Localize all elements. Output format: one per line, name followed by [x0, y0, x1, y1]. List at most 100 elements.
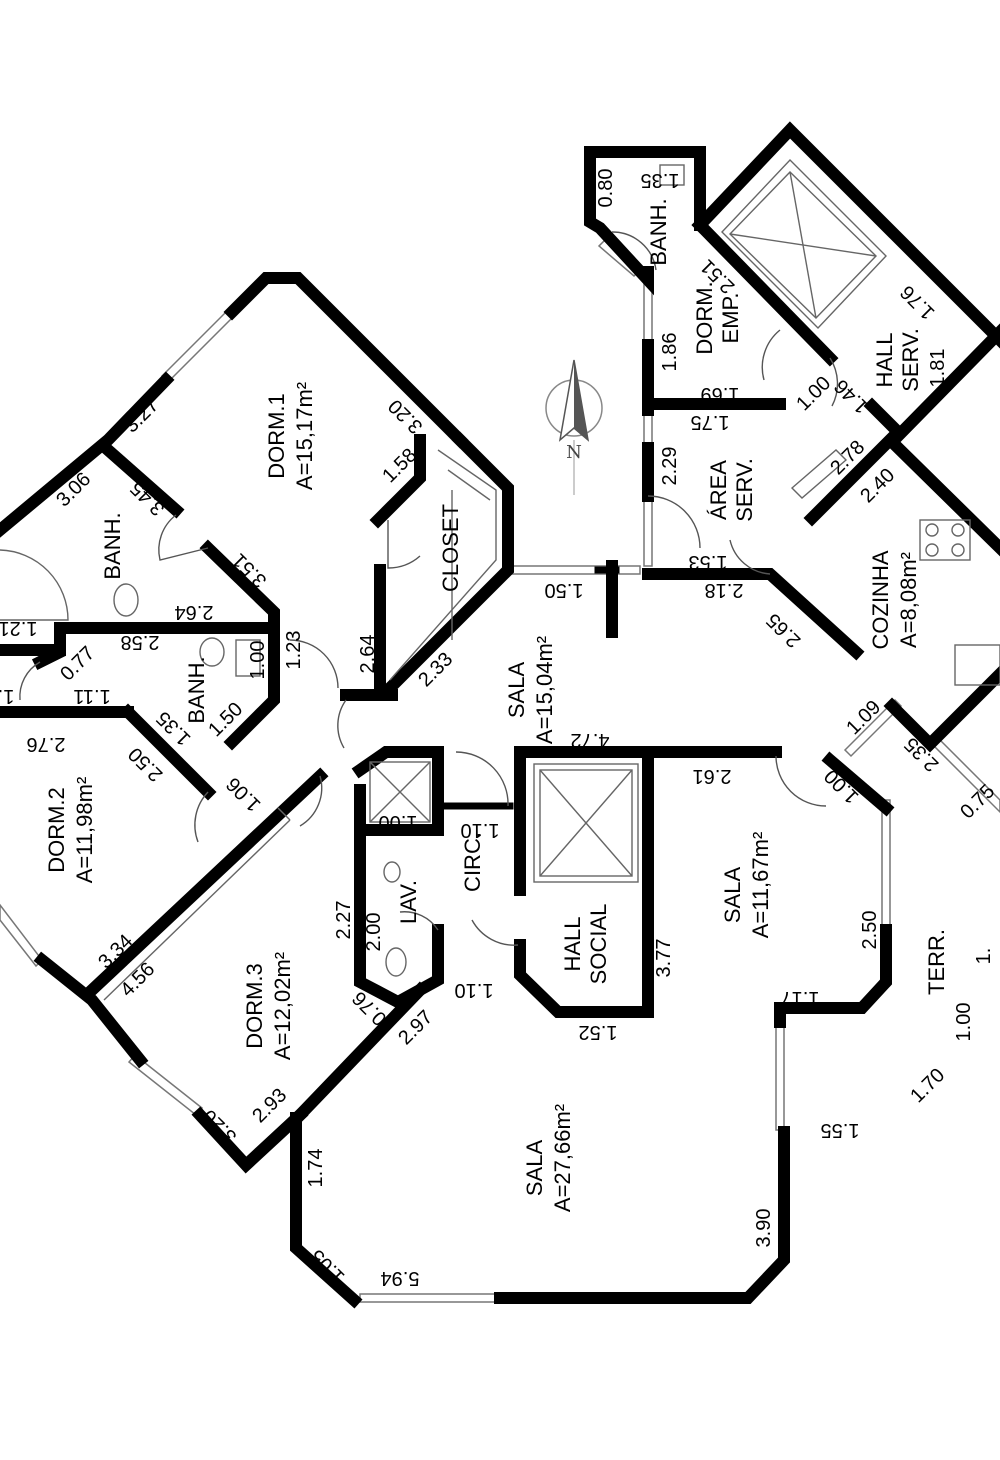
room-lav-name: LAV.: [396, 880, 421, 924]
door-closet[interactable]: [387, 520, 421, 569]
sink-cozinha: [954, 644, 1000, 686]
dim-label: 1.52: [579, 1021, 618, 1043]
wall-dorm3-sala: [291, 981, 429, 1124]
door-dorm3[interactable]: [299, 775, 323, 827]
dim-label: 1.70: [906, 1064, 949, 1107]
dim-label: 1.00: [247, 641, 269, 680]
wall-sala-right-low: [774, 924, 892, 1028]
dim-label: 1.46: [830, 375, 873, 418]
room-dorm-emp-line2: EMP.: [718, 293, 743, 344]
door-circ[interactable]: [455, 751, 509, 807]
wall-dorm2-outer: [33, 951, 149, 1069]
dim-label: 2.50: [859, 911, 881, 950]
elevator-service: [721, 158, 887, 330]
door-banh-emp[interactable]: [611, 231, 657, 271]
door-banh2[interactable]: [19, 661, 41, 701]
wall-dorm3-outer: [191, 1106, 309, 1174]
window-dorm-emp: [643, 277, 653, 567]
door-banh1[interactable]: [158, 514, 209, 561]
tank-area-serv: [790, 449, 848, 499]
dim-label: 1.69: [701, 383, 740, 405]
room-cozinha-name: COZINHA: [868, 550, 893, 649]
dim-label: 3.20: [198, 1105, 241, 1148]
room-area-serv-name: ÁREA: [706, 460, 731, 520]
elevator-social: [533, 763, 639, 883]
window-sala-center: [511, 565, 641, 575]
room-closet-name: CLOSET: [438, 504, 463, 592]
dim-label: 1.: [0, 685, 14, 707]
wall-sala-bottom: [290, 1112, 363, 1309]
door-area-serv[interactable]: [647, 495, 701, 549]
room-cozinha-area: A=8,08m²: [896, 552, 921, 648]
dim-label: 1.50: [545, 579, 584, 601]
dim-label: 2.93: [248, 1084, 291, 1127]
dim-label: 3.90: [753, 1209, 775, 1248]
dim-label: 1.: [973, 948, 995, 965]
compass-label: N: [566, 442, 582, 463]
window-dorm2: [0, 903, 43, 968]
room-area-serv-line2: SERV.: [732, 458, 757, 522]
wall-cozinha-top: [803, 431, 1000, 557]
window-sala-right: [881, 799, 891, 936]
wall-sala-right: [821, 751, 895, 817]
dim-label: 1.17: [781, 987, 820, 1009]
closet-shelves: [389, 449, 497, 681]
dim-label: 3.51: [228, 549, 271, 592]
room-dorm3-name: DORM.3: [242, 963, 267, 1049]
door-hall-social[interactable]: [471, 919, 519, 946]
dim-label: 1.05: [306, 1245, 349, 1288]
dim-label: 3.77: [653, 939, 675, 978]
walls: [0, 121, 1000, 1309]
dim-label: 1.00: [820, 765, 863, 808]
dim-label: 2.00: [363, 913, 385, 952]
compass-arrow-shade: [574, 360, 588, 440]
door-entry[interactable]: [337, 699, 347, 749]
room-hall-serv-line2: SERV.: [898, 328, 923, 392]
door-area-cozinha[interactable]: [729, 539, 771, 575]
wardrobe-dorm3: [103, 807, 291, 1001]
dim-label: 1.76: [896, 281, 939, 324]
dim-label: 1.00: [792, 372, 835, 415]
dim-label: 1.21: [0, 617, 37, 639]
wall-hall-serv: [691, 121, 1000, 349]
room-dorm3-area: A=12,02m²: [270, 952, 295, 1060]
dim-label: 1.10: [455, 979, 494, 1001]
dim-label: 2.29: [659, 447, 681, 486]
wall-dorm1-top: [223, 272, 469, 449]
door-dorm1[interactable]: [289, 639, 339, 689]
stove: [919, 519, 971, 561]
shower-banh1: [0, 549, 69, 621]
door-dorm2[interactable]: [194, 791, 209, 843]
dim-label: 1.00: [379, 811, 418, 833]
room-sala-right-name: SALA: [720, 867, 745, 924]
dim-label: 1.23: [283, 631, 305, 670]
dim-label: 1.75: [691, 411, 730, 433]
dim-label: 2.76: [27, 733, 66, 755]
room-circ-name: CIRC.: [460, 832, 485, 892]
door-sala-right[interactable]: [775, 755, 827, 807]
door-dorm-emp[interactable]: [761, 329, 781, 381]
dim-label: 1.09: [842, 696, 885, 739]
dim-label: 1.10: [461, 819, 500, 841]
wall-hall-bottom: [514, 750, 654, 1018]
room-sala-bottom-name: SALA: [522, 1140, 547, 1197]
wall-sala-bottom-right: [494, 1126, 790, 1304]
room-terr-name: TERR.: [924, 929, 949, 995]
dim-label: 1.35: [641, 169, 680, 191]
room-sala-right-area: A=11,67m²: [748, 832, 773, 939]
wall-banh1-right: [199, 539, 280, 751]
toilet-banh-emp: [659, 164, 685, 186]
door-lav[interactable]: [399, 911, 439, 931]
dim-label: 1.55: [821, 1119, 860, 1141]
wall-closet-left: [369, 434, 426, 529]
door-hall-serv[interactable]: [829, 357, 839, 407]
fixtures: [0, 158, 1000, 1001]
dim-label: 4.72: [571, 729, 610, 751]
room-sala-center-area: A=15,04m²: [532, 636, 557, 744]
room-sala-center-name: SALA: [504, 662, 529, 719]
dim-label: 1.11: [73, 685, 110, 707]
room-hall-social-name: HALL: [560, 916, 585, 971]
room-labels: DORM.1 A=15,17m² BANH. BANH. CLOSET DORM…: [44, 198, 949, 1212]
room-sala-bottom-area: A=27,66m²: [550, 1104, 575, 1212]
dim-label: 2.64: [175, 601, 214, 623]
